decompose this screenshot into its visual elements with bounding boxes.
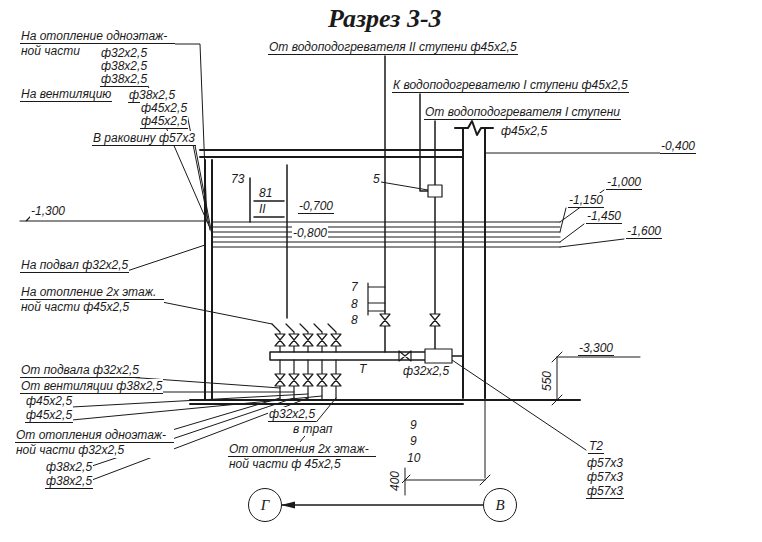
callout-label: 7 <box>350 280 359 294</box>
callout-label: ф45х2,5 <box>25 394 73 409</box>
callout-label: Т <box>358 362 367 376</box>
callout-label: -0,800 <box>292 226 328 240</box>
callout-label: От подвала ф32х2,5 <box>20 363 140 378</box>
branch-pipes <box>272 283 385 400</box>
callout-label: На подвал ф32х2,5 <box>20 258 129 273</box>
callout-label: ф32х2,5 <box>268 407 316 422</box>
callout-label: 5 <box>372 172 381 186</box>
callout-label: Т2 <box>588 439 604 454</box>
drawing-title: Разрез 3-3 <box>328 4 442 34</box>
callout-label: От водоподогревателя II ступени ф45х2,5 <box>268 40 518 55</box>
direction-arrow <box>282 504 483 506</box>
callout-label: ф45х2,5 <box>140 114 188 129</box>
callout-label: На отопление 2х этаж. ной части ф45х2,5 <box>20 285 164 315</box>
callout-label: От отопления одноэтаж- ной части ф32х2,5 <box>15 428 174 458</box>
horizontal-pipes <box>20 216 560 247</box>
axis-marker: В <box>483 488 517 522</box>
callout-label: К водоподогревателю I ступени ф45х2,5 <box>392 78 629 93</box>
callout-label: 9 <box>409 418 418 432</box>
callout-label: 9 <box>409 434 418 448</box>
callout-label: -1,150 <box>568 193 604 208</box>
pipe-fitting <box>425 185 452 363</box>
callout-label: -1,450 <box>586 209 622 224</box>
callout-label: ф57х3 <box>586 484 624 499</box>
callout-label: ф32х2,5 <box>402 364 450 378</box>
callout-label: -0,400 <box>660 139 696 154</box>
dimension-text: 400 <box>388 470 402 492</box>
callout-label: ф57х3 <box>586 456 624 471</box>
riser-pipes <box>250 56 435 352</box>
callout-label: -3,300 <box>578 341 614 356</box>
axis-letter: В <box>495 497 504 514</box>
callout-label: 73 <box>230 172 245 186</box>
callout-label: В раковину ф57х3 <box>92 131 196 146</box>
callout-label: ф45х2,5 <box>500 124 548 138</box>
callout-label: От вентиляции ф38х2,5 <box>20 379 163 394</box>
callout-label: -0,700 <box>298 199 334 214</box>
callout-label: 8 <box>350 297 359 311</box>
dimension-lines <box>400 352 640 495</box>
callout-label: 81 <box>258 186 273 200</box>
callout-label: ф38х2,5 <box>45 474 93 489</box>
callout-label: ф57х3 <box>586 470 624 485</box>
callout-label: ф38х2,5 <box>45 460 93 475</box>
callout-label: На вентиляцию <box>20 87 112 102</box>
axis-marker: Г <box>248 488 282 522</box>
callout-label: ф38х2,5 <box>100 72 148 87</box>
callout-label: -1,300 <box>30 204 66 218</box>
callout-label: 8 <box>350 313 359 327</box>
dimension-text: 550 <box>540 370 554 392</box>
callout-label: От отопления 2х этаж- ной части ф 45х2,5 <box>228 442 376 472</box>
callout-label: -1,600 <box>626 224 662 239</box>
callout-label: На отопление одноэтаж- ной части <box>20 29 175 59</box>
axis-letter: Г <box>261 497 270 514</box>
callout-label: ф45х2,5 <box>25 408 73 423</box>
callout-label: в трап <box>292 422 333 436</box>
callout-label: 10 <box>406 451 421 465</box>
callout-label: От водоподогревателя I ступени <box>424 105 621 120</box>
callout-label: -1,000 <box>606 175 642 190</box>
leader-lines <box>72 44 660 480</box>
callout-label: II <box>258 202 267 216</box>
